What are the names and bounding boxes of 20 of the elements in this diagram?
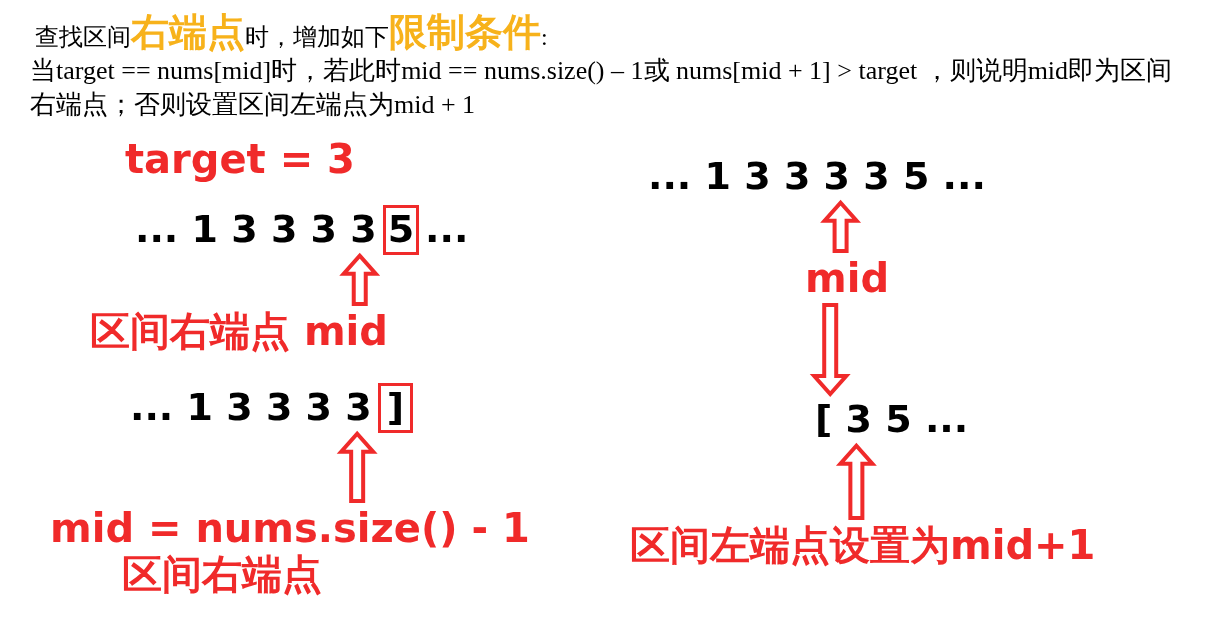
block-arrow bbox=[809, 303, 851, 397]
block-arrow bbox=[835, 442, 877, 520]
annotation-heading: mid = nums.size() - 1 bbox=[50, 505, 530, 551]
boxed-bracket: ] bbox=[377, 383, 414, 433]
heading: 查找区间右端点时，增加如下限制条件: bbox=[35, 9, 548, 56]
target-label: target = 3 bbox=[125, 136, 355, 182]
number-sequence: ... 1 3 3 3 3 bbox=[130, 386, 372, 430]
annotation-text: mid bbox=[805, 255, 890, 301]
annotation-text: 区间左端点设置为mid+1 bbox=[630, 522, 1096, 568]
block-arrow bbox=[339, 252, 381, 306]
block-arrow bbox=[336, 430, 378, 503]
description-text: 当target == nums[mid]时，若此时mid == nums.size() – 1或 nums[mid + 1] > target ，则说明mid即为区间右端点；否则设置区间左端点为mid + 1 bbox=[30, 55, 1174, 121]
number-sequence: ... 1 3 3 3 3 5 ... bbox=[648, 155, 986, 199]
ellipsis: ... bbox=[425, 208, 469, 252]
number-sequence: [ 3 5 ... bbox=[815, 398, 969, 442]
block-arrow bbox=[820, 199, 862, 253]
boxed-number: 5 bbox=[382, 205, 420, 255]
annotation-text: 区间右端点 mid bbox=[90, 308, 388, 354]
number-sequence: ... 1 3 3 3 3 bbox=[135, 208, 377, 252]
annotation-body: 区间右端点 bbox=[122, 551, 323, 597]
